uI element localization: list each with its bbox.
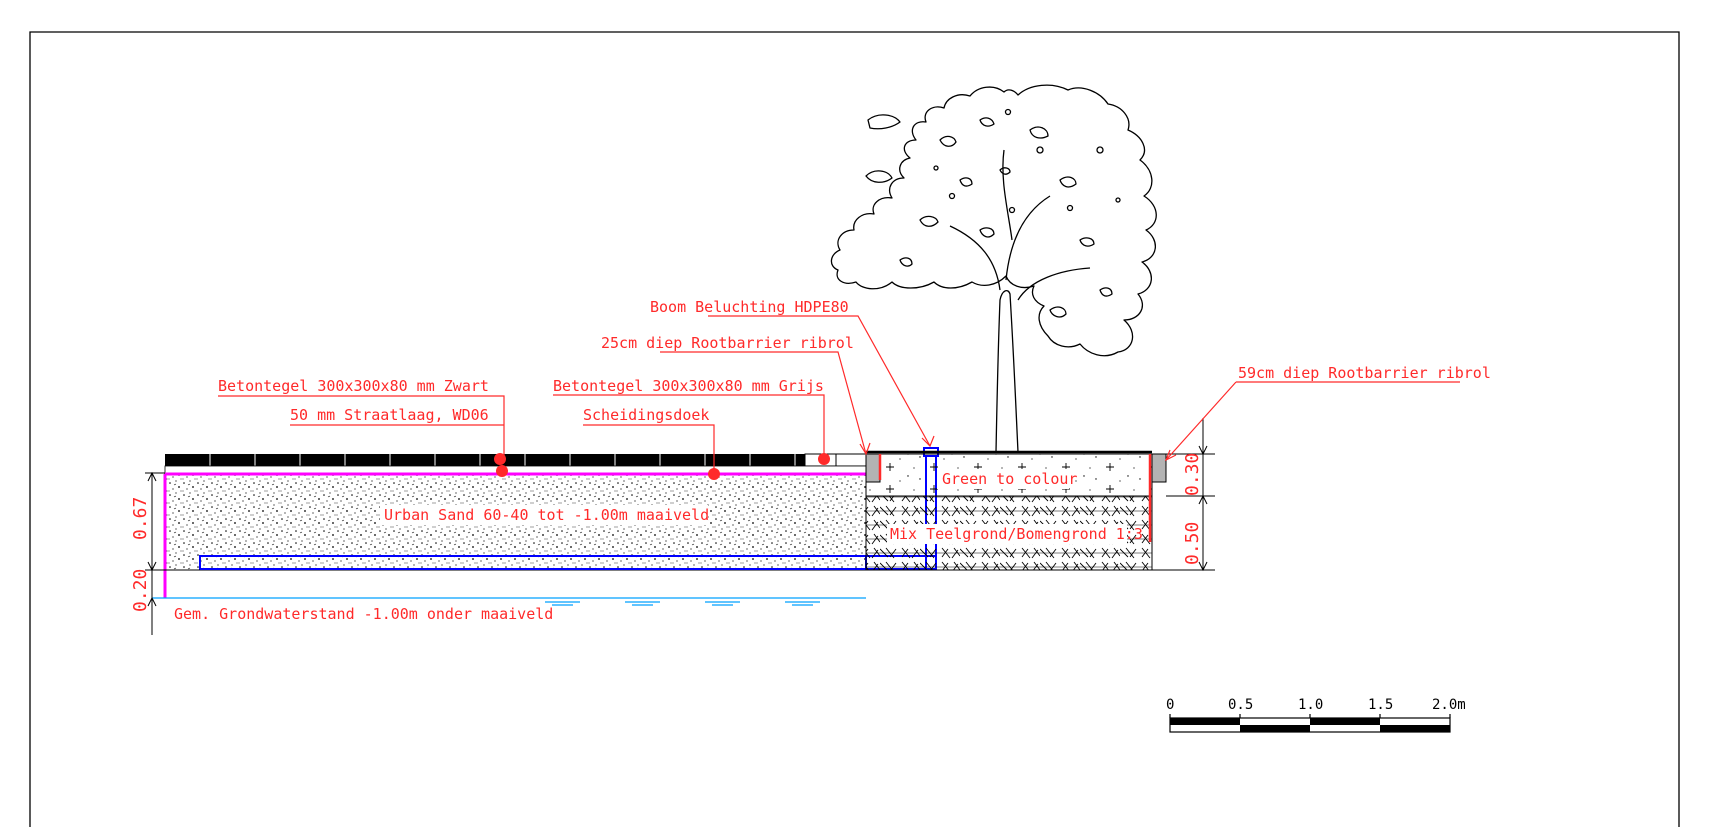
- dim-left-lower: 0.20: [130, 569, 151, 612]
- label-green-to-colour: Green to colour: [942, 470, 1077, 488]
- dimension-left: [145, 471, 200, 635]
- drawing-frame: [29, 31, 1680, 827]
- scale-bar: 0 0.5 1.0 1.5 2.0m: [1166, 697, 1466, 733]
- label-straatlaag: 50 mm Straatlaag, WD06: [290, 406, 489, 424]
- leader-dots: [494, 453, 830, 480]
- scale-tick-2-0: 2.0m: [1432, 697, 1466, 713]
- dim-left-upper: 0.67: [130, 497, 151, 540]
- scheidingsdoek-line: [163, 472, 866, 598]
- dim-right-upper: 0.30: [1182, 453, 1203, 496]
- label-mix-teelgrond: Mix Teelgrond/Bomengrond 1:3: [890, 525, 1143, 543]
- dim-right-lower: 0.50: [1182, 522, 1203, 565]
- paving-tiles: [164, 453, 867, 474]
- scale-tick-1-0: 1.0: [1298, 697, 1323, 713]
- label-urban-sand: Urban Sand 60-40 tot -1.00m maaiveld: [384, 506, 709, 524]
- scale-tick-0-5: 0.5: [1228, 697, 1253, 713]
- label-betontegel-zwart: Betontegel 300x300x80 mm Zwart: [218, 377, 489, 395]
- tree-icon: [830, 84, 1157, 453]
- label-rootbarrier-25: 25cm diep Rootbarrier ribrol: [601, 334, 854, 352]
- groundwater-line: [152, 597, 866, 606]
- scale-tick-0: 0: [1166, 697, 1174, 713]
- label-grondwaterstand: Gem. Grondwaterstand -1.00m onder maaive…: [174, 605, 553, 623]
- leader-lines: [218, 315, 1460, 474]
- label-boom-beluchting: Boom Beluchting HDPE80: [650, 298, 849, 316]
- scale-tick-1-5: 1.5: [1368, 697, 1393, 713]
- label-scheidingsdoek: Scheidingsdoek: [583, 406, 709, 424]
- label-betontegel-grijs: Betontegel 300x300x80 mm Grijs: [553, 377, 824, 395]
- label-rootbarrier-59: 59cm diep Rootbarrier ribrol: [1238, 364, 1491, 382]
- dimension-right: [1152, 418, 1215, 572]
